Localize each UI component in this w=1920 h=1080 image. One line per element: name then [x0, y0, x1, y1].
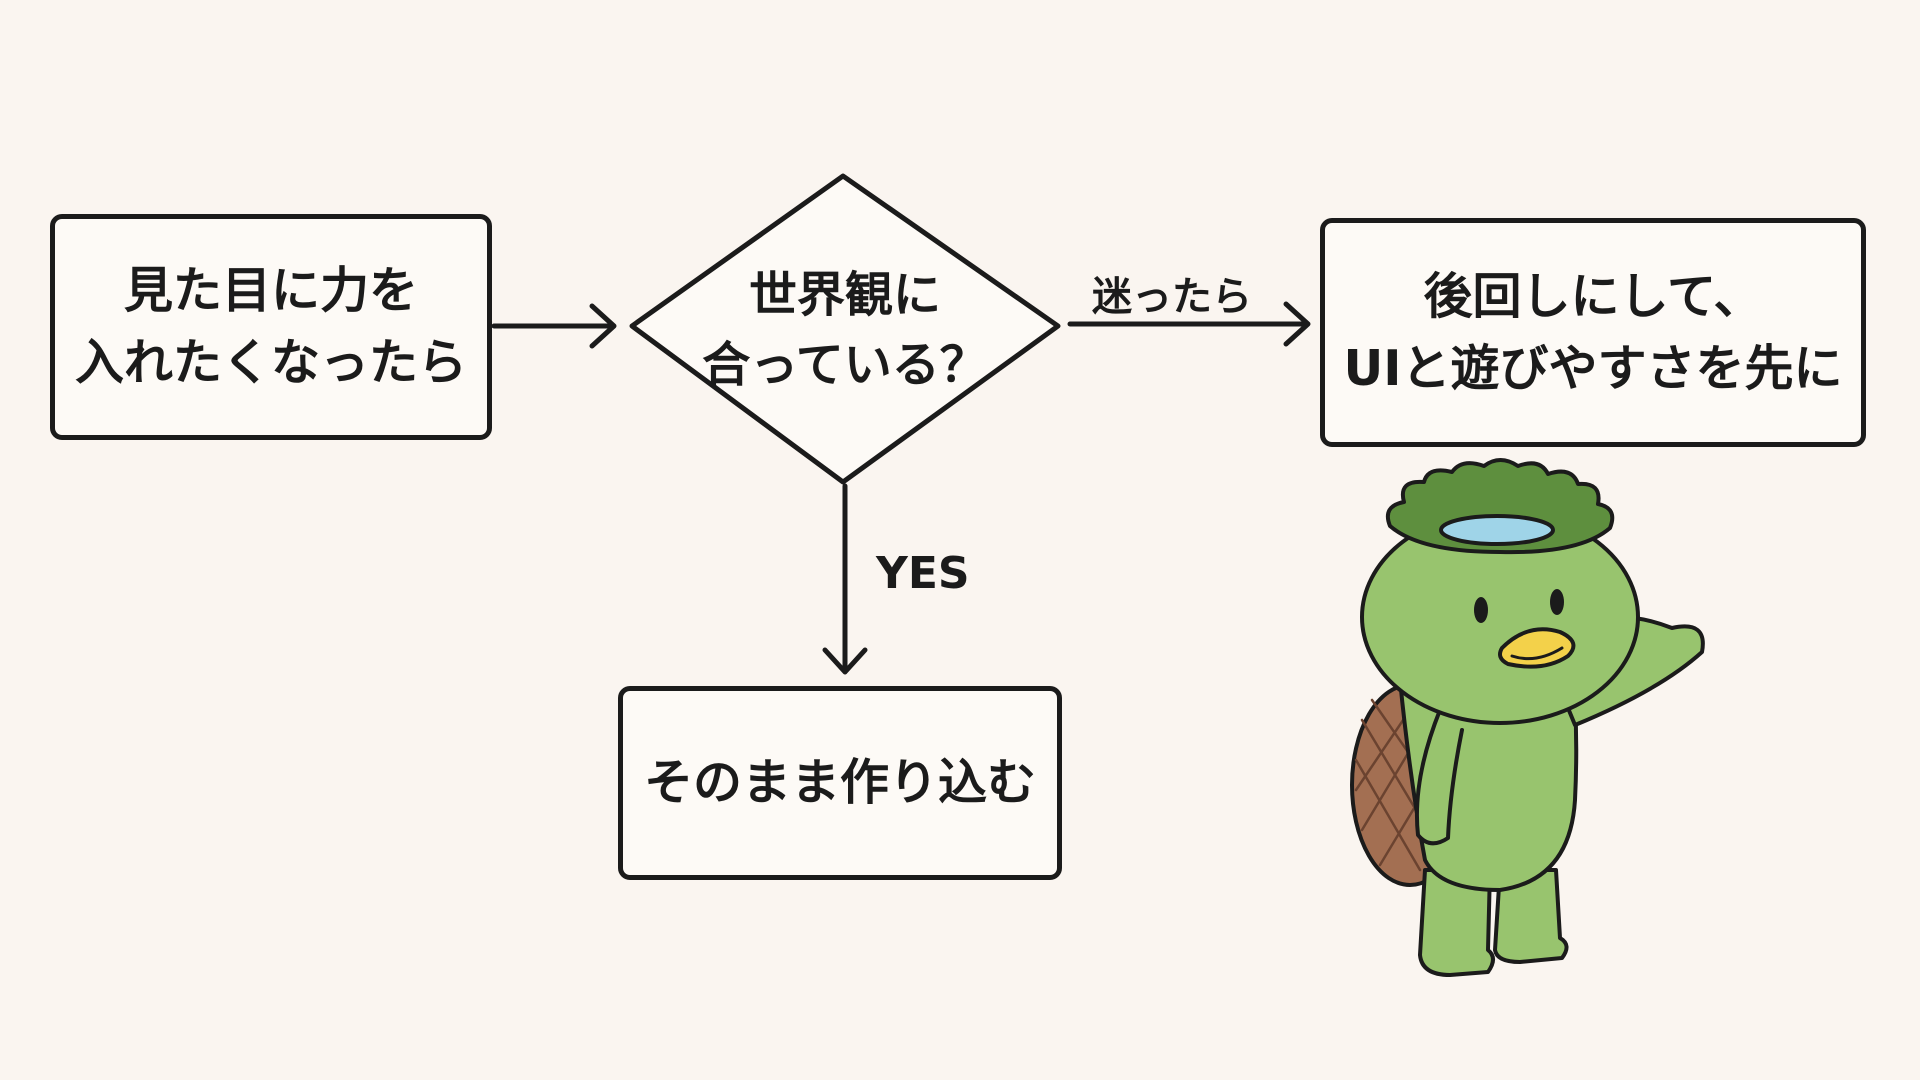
- arrow-start-to-decision: [491, 303, 617, 349]
- edge-label-confused: 迷ったら: [1092, 274, 1252, 320]
- kappa-right-eye: [1550, 589, 1564, 615]
- start-box-line-1: 見た目に力を: [123, 262, 418, 319]
- decision-label: 世界観に 合っている？: [690, 250, 1000, 410]
- kappa-lower-arm: [1414, 708, 1464, 846]
- decision-line-1: 世界観に: [748, 267, 941, 323]
- start-box: 見た目に力を 入れたくなったら: [50, 214, 492, 440]
- decision-line-2: 合っている？: [702, 337, 988, 393]
- later-box-line-2: UIと遊びやすさを先に: [1343, 339, 1843, 397]
- later-box-line-1: 後回しにして、: [1423, 267, 1763, 325]
- kappa-left-leg: [1418, 868, 1495, 977]
- kappa-plate: [1439, 514, 1555, 546]
- arrow-decision-to-build: [822, 483, 868, 675]
- edge-label-yes: YES: [876, 548, 970, 599]
- build-box-line-1: そのまま作り込む: [643, 754, 1036, 811]
- later-box: 後回しにして、 UIと遊びやすさを先に: [1320, 218, 1866, 447]
- arrow-decision-to-later: [1067, 301, 1311, 347]
- start-box-line-2: 入れたくなったら: [74, 334, 467, 391]
- decision-diamond: [629, 173, 1061, 485]
- build-box: そのまま作り込む: [618, 686, 1062, 880]
- kappa-mascot-icon: [1350, 458, 1705, 977]
- kappa-left-eye: [1474, 597, 1488, 623]
- kappa-right-leg: [1493, 868, 1569, 964]
